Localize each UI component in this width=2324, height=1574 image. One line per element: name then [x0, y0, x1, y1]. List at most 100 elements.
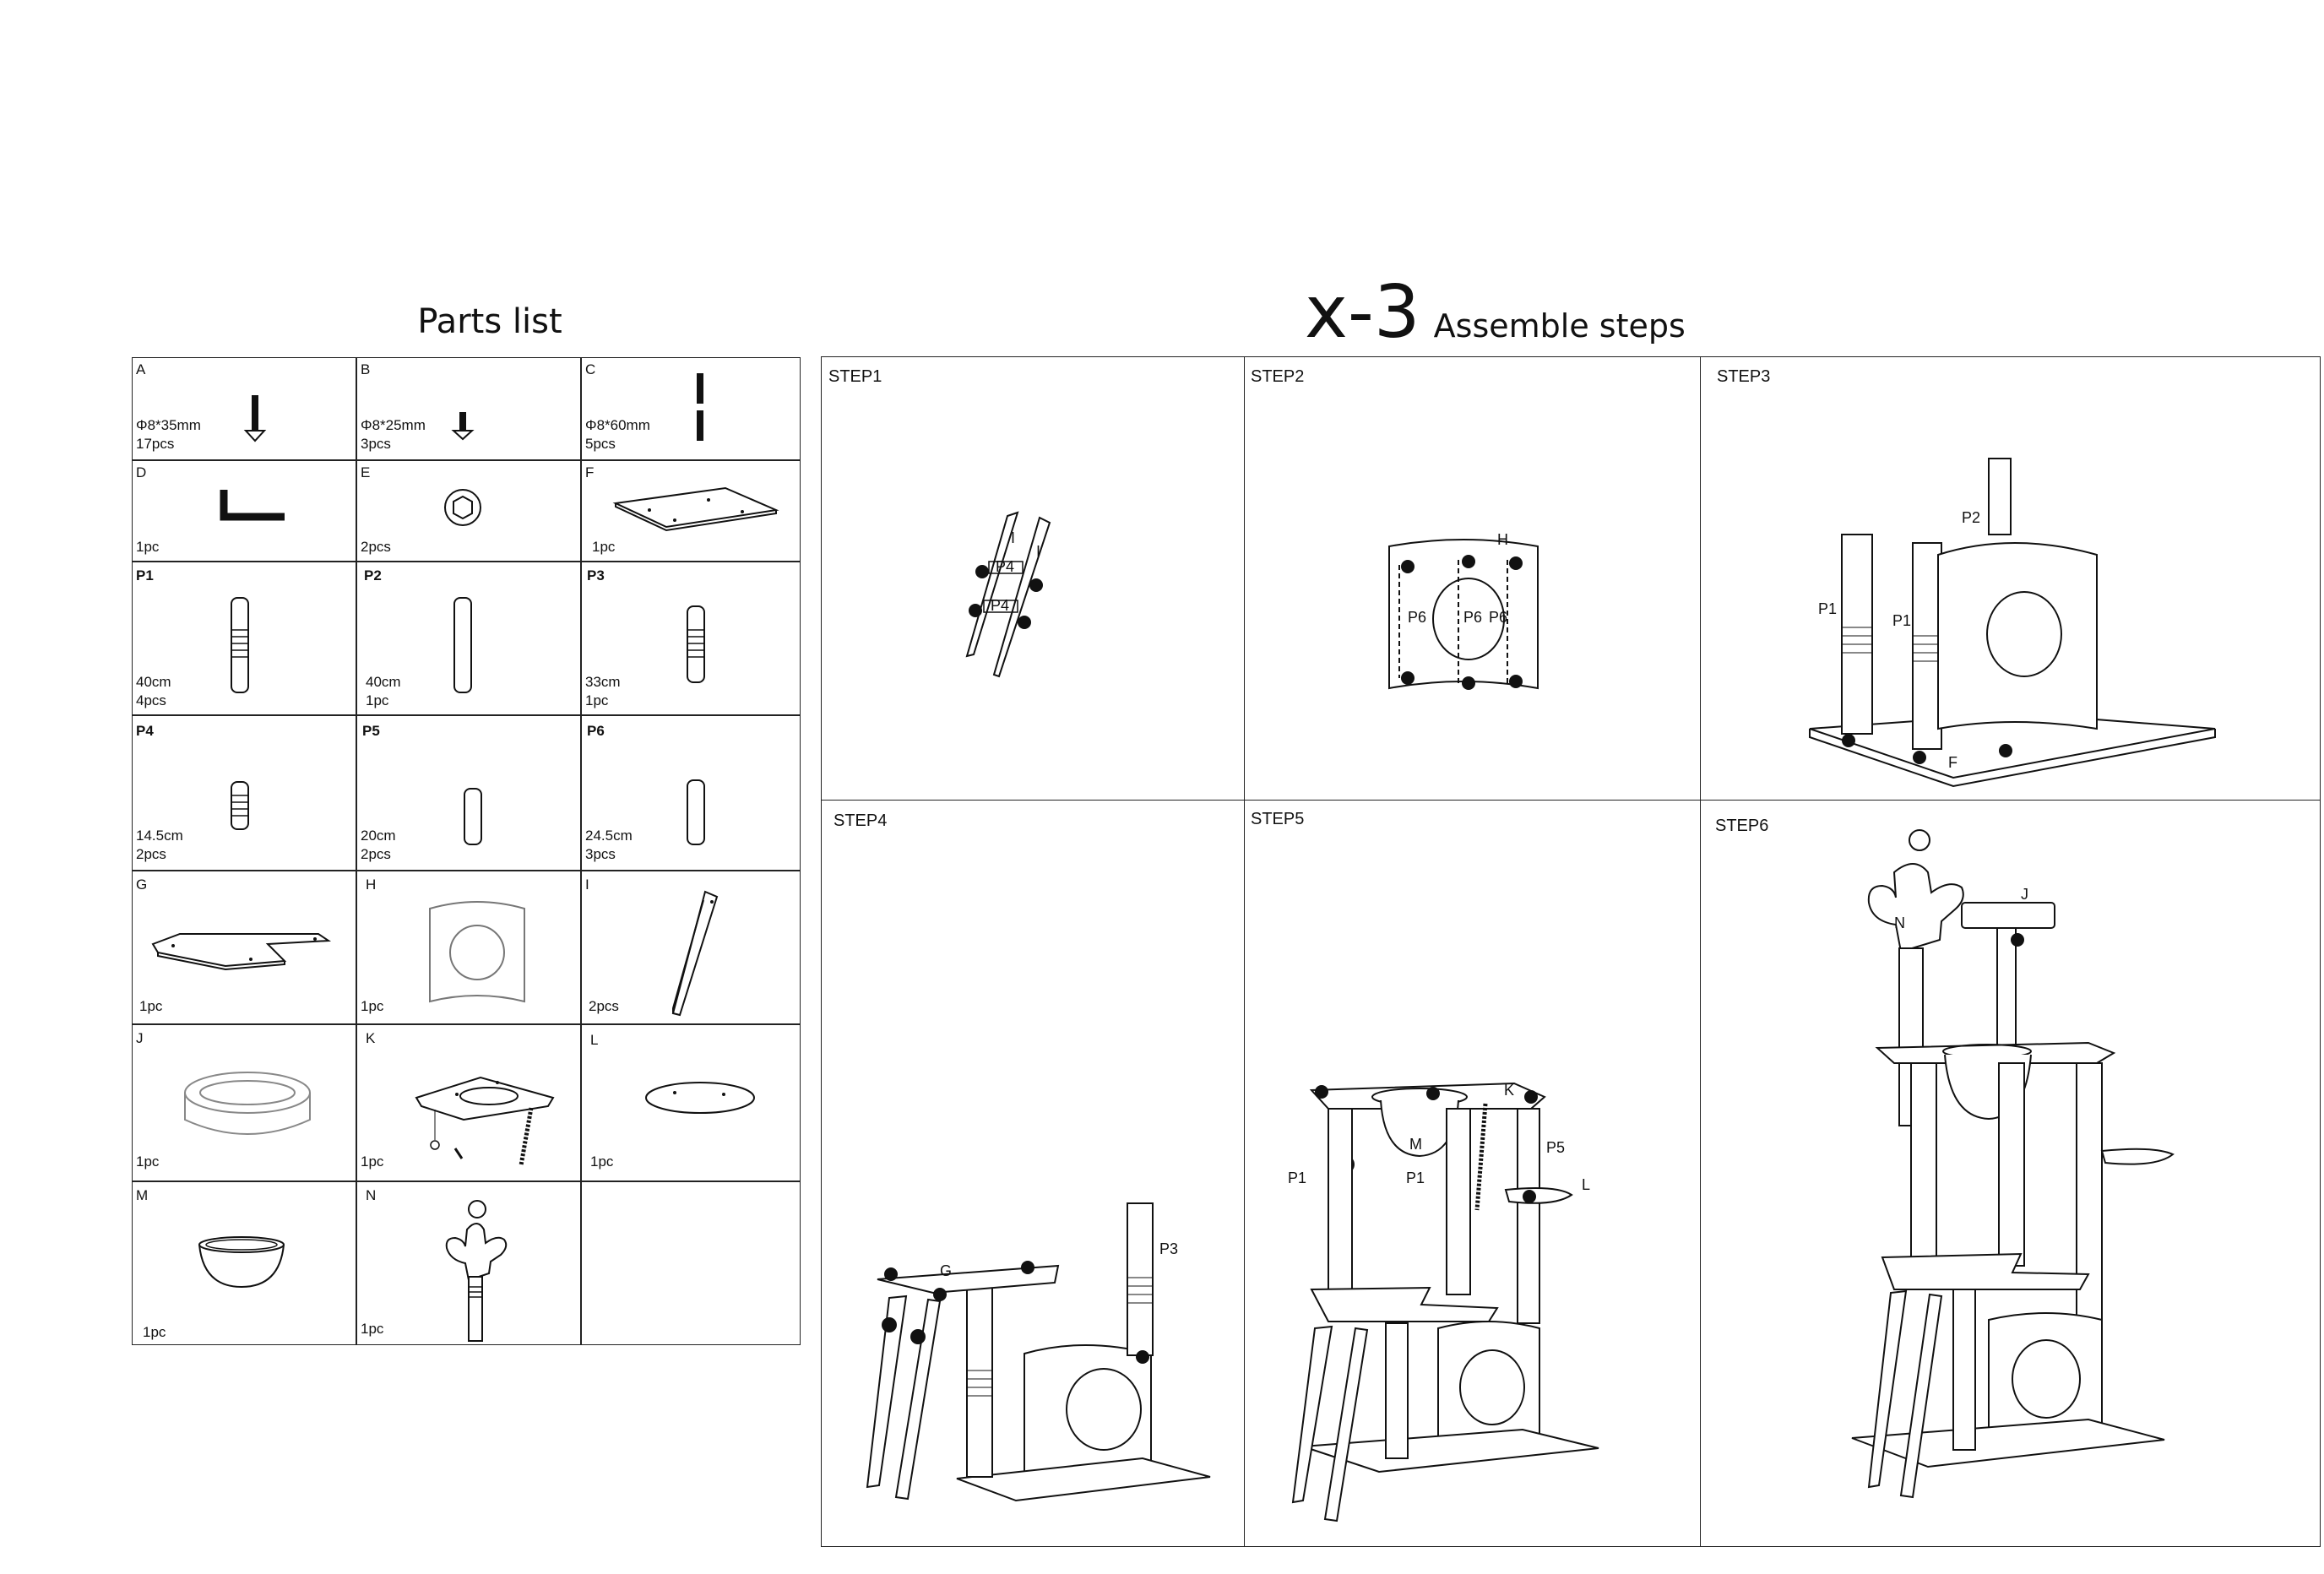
post-p6-icon	[687, 779, 705, 845]
part-qty: 1pc	[361, 1153, 384, 1170]
callout-l: L	[1582, 1176, 1590, 1193]
bolt-60mm-icon	[697, 373, 703, 441]
callout-p6: P6	[1463, 609, 1482, 626]
callout-p6: P6	[1408, 609, 1426, 626]
base-board-icon	[612, 486, 779, 532]
step6-diagram: N J	[1851, 829, 2175, 1499]
step1-label: STEP1	[828, 367, 882, 386]
assemble-steps-label: Assemble steps	[1433, 307, 1686, 345]
part-cell-j: J 1pc	[132, 1024, 356, 1181]
part-cell-i: I 2pcs	[581, 871, 801, 1024]
part-qty: 1pc	[361, 998, 384, 1014]
screw-a-marker	[969, 604, 982, 617]
part-qty: 2pcs	[589, 998, 619, 1014]
step4-label: STEP4	[833, 811, 888, 830]
part-cell-n: N 1pc	[356, 1181, 581, 1345]
post-p2-icon	[453, 597, 472, 693]
part-letter: N	[366, 1187, 377, 1203]
hex-washer-icon	[444, 489, 481, 526]
part-letter: J	[136, 1030, 144, 1046]
part-size: 40cm	[366, 674, 401, 690]
parts-list-title: Parts list	[417, 302, 562, 341]
part-letter: C	[585, 361, 596, 377]
callout-p1: P1	[1892, 612, 1911, 629]
part-qty: 3pcs	[585, 846, 616, 862]
part-cell-p2: P2 40cm 1pc	[356, 562, 581, 715]
callout-j: J	[2021, 886, 2028, 903]
post-p3-icon	[687, 605, 705, 683]
step2-label: STEP2	[1251, 367, 1305, 386]
part-cell-k: K 1pc	[356, 1024, 581, 1181]
part-qty: 3pcs	[361, 436, 391, 452]
part-qty: 1pc	[361, 1321, 384, 1337]
part-size: Φ8*25mm	[361, 417, 426, 433]
part-cell-m: M 1pc	[132, 1181, 356, 1345]
part-qty: 17pcs	[136, 436, 175, 452]
part-letter: H	[366, 877, 377, 893]
part-letter: G	[136, 877, 148, 893]
part-cell-empty	[581, 1181, 801, 1345]
post-p5-icon	[464, 788, 482, 845]
callout-k: K	[1504, 1082, 1514, 1099]
part-letter: M	[136, 1187, 149, 1203]
part-letter: P1	[136, 567, 154, 583]
part-size: 33cm	[585, 674, 621, 690]
part-size: Φ8*35mm	[136, 417, 201, 433]
screw-a-marker	[1018, 616, 1031, 629]
screw-a-marker	[975, 565, 989, 578]
oval-platform-l-icon	[645, 1082, 755, 1114]
part-cell-g: G 1pc	[132, 871, 356, 1024]
divider	[1244, 357, 1245, 1546]
cactus-toy-n-icon	[445, 1200, 508, 1342]
step3-label: STEP3	[1717, 367, 1771, 386]
part-qty: 1pc	[590, 1153, 614, 1170]
callout-p1: P1	[1406, 1170, 1425, 1186]
callout-p3: P3	[1159, 1240, 1178, 1257]
part-letter: I	[585, 877, 589, 893]
part-cell-p6: P6 24.5cm 3pcs	[581, 715, 801, 871]
part-qty: 1pc	[592, 539, 616, 555]
callout-f: F	[1948, 754, 1957, 771]
callout-p1: P1	[1288, 1170, 1306, 1186]
part-qty: 1pc	[136, 539, 160, 555]
callout-m: M	[1409, 1136, 1422, 1153]
ladder-i-icon	[671, 890, 719, 1017]
part-size: Φ8*60mm	[585, 417, 650, 433]
part-size: 14.5cm	[136, 828, 183, 844]
part-size: 24.5cm	[585, 828, 633, 844]
part-qty: 1pc	[585, 692, 609, 708]
part-letter: P6	[587, 723, 605, 739]
part-qty: 1pc	[136, 1153, 160, 1170]
callout-p1: P1	[1818, 600, 1837, 617]
post-p1-icon	[231, 597, 249, 693]
part-letter: P3	[587, 567, 605, 583]
step2-diagram: H P6 P6 P6	[1388, 531, 1539, 690]
parts-table: A Φ8*35mm 17pcs B Φ8*25mm 3pcs C Φ8*60mm…	[132, 357, 801, 1345]
part-qty: 2pcs	[136, 846, 166, 862]
cube-house-h-icon	[429, 901, 525, 1003]
platform-g-icon	[151, 933, 332, 971]
step3-diagram: P2 P1 P1 F	[1809, 458, 2216, 788]
callout-p4: P4	[991, 597, 1009, 614]
step5-diagram: M K P1 P1 P5 L	[1288, 1082, 1599, 1522]
part-qty: 5pcs	[585, 436, 616, 452]
round-bed-j-icon	[184, 1072, 311, 1135]
part-cell-a: A Φ8*35mm 17pcs	[132, 357, 356, 460]
part-cell-p3: P3 33cm 1pc	[581, 562, 801, 715]
screw-35mm-icon	[243, 395, 267, 442]
part-letter: P4	[136, 723, 154, 739]
part-letter: P5	[362, 723, 380, 739]
part-size: 20cm	[361, 828, 396, 844]
callout-p4: P4	[996, 558, 1014, 575]
part-qty: 1pc	[143, 1324, 166, 1340]
hammock-platform-k-icon	[415, 1076, 555, 1166]
part-letter: K	[366, 1030, 376, 1046]
screw-a-marker	[1029, 578, 1043, 592]
part-cell-c: C Φ8*60mm 5pcs	[581, 357, 801, 460]
part-cell-f: F 1pc	[581, 460, 801, 562]
steps-grid: STEP1 STEP2 STEP3 STEP4 STEP5 STEP6 I I …	[821, 356, 2321, 1547]
divider	[1700, 357, 1701, 1546]
part-qty: 4pcs	[136, 692, 166, 708]
callout-h: H	[1497, 531, 1508, 548]
